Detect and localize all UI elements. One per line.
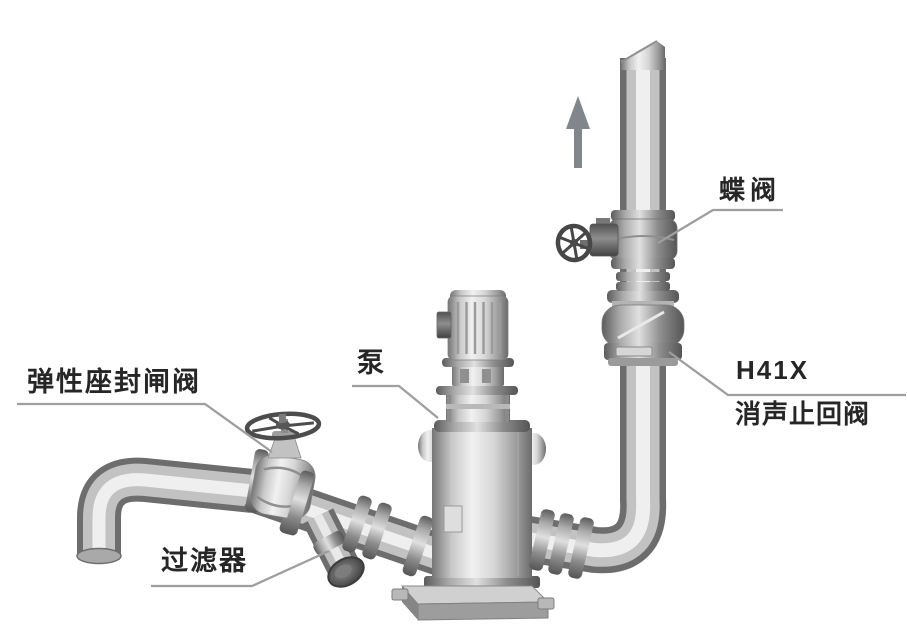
butterfly-valve-bottom-flange <box>611 258 675 269</box>
butterfly-valve-gearbox <box>589 223 619 257</box>
flange-disc <box>568 517 594 579</box>
strainer-leader <box>151 549 330 588</box>
pump-assembly <box>391 290 555 621</box>
pump-collar-ring <box>434 420 530 432</box>
inlet-elbow-pipe <box>76 457 256 565</box>
gate-valve-label: 弹性座封闸阀 <box>27 367 201 397</box>
pump-nameplate <box>443 505 463 533</box>
discharge-flanges <box>529 509 594 579</box>
pump-column-base-flange <box>424 576 540 588</box>
pump-head-flange <box>436 386 518 395</box>
check-valve-name-label: 消声止回阀 <box>735 399 871 429</box>
leader-lines <box>17 208 906 588</box>
butterfly-valve-leader <box>657 208 783 244</box>
butterfly-valve <box>555 210 678 291</box>
pump-foot-left <box>391 588 409 601</box>
riser-discharge-pipe <box>524 40 667 574</box>
riser-flange <box>616 282 670 291</box>
motor-fins <box>456 302 502 354</box>
pump-leader <box>352 384 439 419</box>
flange-disc <box>362 502 392 560</box>
check-valve-leader <box>668 351 906 397</box>
pipe-open-end <box>76 547 122 565</box>
strainer-body <box>302 508 365 588</box>
riser-flange <box>616 272 670 281</box>
pump-baseplate-top <box>400 585 550 605</box>
pump-column <box>432 428 532 578</box>
butterfly-valve-top-flange <box>611 210 675 221</box>
check-valve-bottom-flange <box>608 358 678 366</box>
flow-arrow-icon <box>566 96 590 168</box>
check-valve <box>601 290 685 366</box>
check-valve-body <box>601 304 685 348</box>
flange-disc <box>548 513 574 575</box>
gate-valve-right-flange <box>283 470 315 536</box>
gate-valve-handwheel-icon <box>244 411 322 441</box>
riser-top-bevel <box>621 41 665 70</box>
strainer-label: 过滤器 <box>161 546 248 576</box>
motor-terminal-box <box>436 311 452 339</box>
strainer-cap-face <box>334 564 352 579</box>
check-valve-model-label: H41X <box>736 355 810 385</box>
pump-coupling <box>452 366 504 386</box>
check-valve-top-flange <box>607 290 679 303</box>
butterfly-valve-shaft <box>580 240 592 249</box>
pump-foot-right <box>537 597 555 610</box>
butterfly-valve-label: 蝶阀 <box>719 175 782 205</box>
gate-valve <box>244 411 322 536</box>
flange-disc <box>402 515 434 577</box>
butterfly-valve-body <box>608 218 678 261</box>
flange-disc <box>342 495 372 553</box>
pump-label: 泵 <box>357 348 384 378</box>
strainer-collar-flange <box>313 531 345 555</box>
pump-baseplate-front <box>417 601 549 621</box>
flange-disc <box>529 509 555 571</box>
gate-valve-leader <box>17 402 273 453</box>
